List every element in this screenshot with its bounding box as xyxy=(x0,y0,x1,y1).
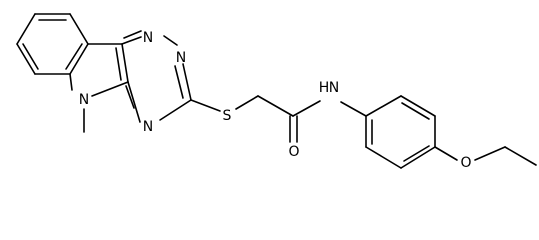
bond xyxy=(174,65,184,99)
bond xyxy=(115,47,122,81)
bond xyxy=(127,81,141,123)
bond xyxy=(434,146,458,161)
bond xyxy=(65,43,83,70)
bond xyxy=(474,146,506,161)
bond xyxy=(69,13,89,45)
bond xyxy=(401,102,430,120)
chemical-structure: N N N N S O H N O xyxy=(16,13,537,171)
atom-nh-n: N xyxy=(329,80,339,96)
bond xyxy=(16,43,36,75)
bond xyxy=(91,81,129,97)
atom-o-ether: O xyxy=(460,155,471,171)
atom-n1: N xyxy=(143,30,153,46)
atom-n5: N xyxy=(79,92,89,108)
bond xyxy=(121,36,142,45)
bond xyxy=(125,85,135,109)
bond xyxy=(292,100,321,117)
bond xyxy=(182,63,192,101)
bond xyxy=(69,73,73,91)
atom-labels: N N N N S O H N O xyxy=(79,30,472,171)
bond xyxy=(400,146,436,169)
bond xyxy=(121,43,129,83)
bond xyxy=(365,95,402,117)
bond xyxy=(400,95,436,117)
atom-n2: N xyxy=(176,50,186,66)
atom-s: S xyxy=(223,108,232,124)
bond xyxy=(235,95,259,110)
bond xyxy=(504,146,537,166)
bond xyxy=(365,146,402,169)
bond xyxy=(257,95,294,117)
bond xyxy=(159,99,192,121)
bond xyxy=(163,35,178,46)
bond xyxy=(22,43,39,70)
bond xyxy=(16,13,36,45)
bond xyxy=(123,30,142,39)
bond xyxy=(340,101,367,117)
atom-nh-h: H xyxy=(319,80,330,96)
bond xyxy=(190,99,221,112)
atom-o-carbonyl: O xyxy=(288,144,299,160)
bond xyxy=(69,43,89,75)
bond xyxy=(403,145,430,162)
atom-n4: N xyxy=(143,119,153,135)
bonds xyxy=(16,13,537,169)
